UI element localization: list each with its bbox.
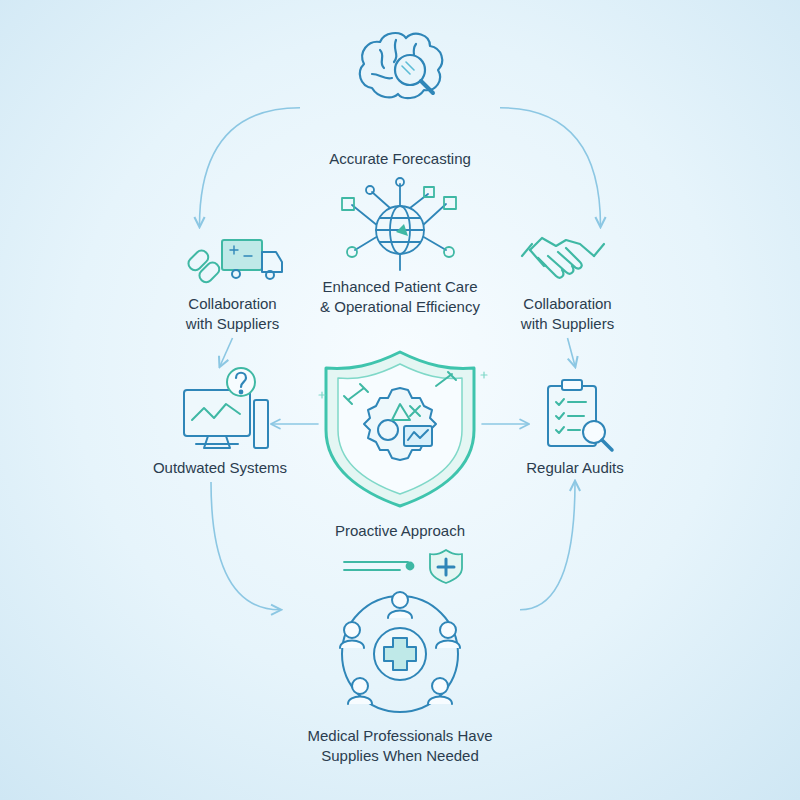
globe-network-icon	[342, 178, 456, 270]
icon-node: Medical Professionals Have Supplies When…	[280, 592, 520, 770]
shield-arrow	[272, 423, 318, 425]
brain-icon	[360, 33, 442, 98]
flow-arrow	[200, 108, 301, 226]
supply-truck-icon	[186, 240, 282, 285]
central-shield-icon	[319, 352, 487, 506]
node-caption: Enhanced Patient Care & Operational Effi…	[306, 277, 494, 318]
approach-label: Proactive Approach	[0, 522, 800, 539]
outdated-monitor-icon	[184, 368, 268, 448]
node-caption: Accurate Forecasting	[329, 149, 471, 169]
icon-node: Regular Audits	[495, 366, 655, 482]
shield-arrow	[482, 423, 528, 425]
icon-node: Accurate Forecasting	[300, 28, 500, 173]
node-caption: Outdwated Systems	[153, 458, 287, 478]
medical-team-icon	[340, 592, 460, 712]
icon-node: Enhanced Patient Care & Operational Effi…	[300, 176, 500, 321]
icon-node: Outdwated Systems	[130, 366, 310, 482]
node-caption: Collaboration with Suppliers	[156, 294, 309, 335]
icon-node: Collaboration with Suppliers	[485, 226, 650, 338]
proactive-icon	[344, 550, 462, 583]
node-caption: Regular Audits	[526, 458, 624, 478]
flow-arrow	[568, 338, 576, 366]
flow-arrow	[500, 108, 601, 226]
handshake-icon	[522, 238, 604, 278]
flow-arrow	[520, 482, 575, 610]
flow-arrow	[220, 338, 233, 366]
node-caption: Medical Professionals Have Supplies When…	[286, 726, 514, 767]
node-caption: Collaboration with Suppliers	[491, 294, 644, 335]
flow-arrow	[211, 482, 280, 610]
icon-node: Collaboration with Suppliers	[150, 226, 315, 338]
audit-clipboard-icon	[548, 380, 612, 450]
